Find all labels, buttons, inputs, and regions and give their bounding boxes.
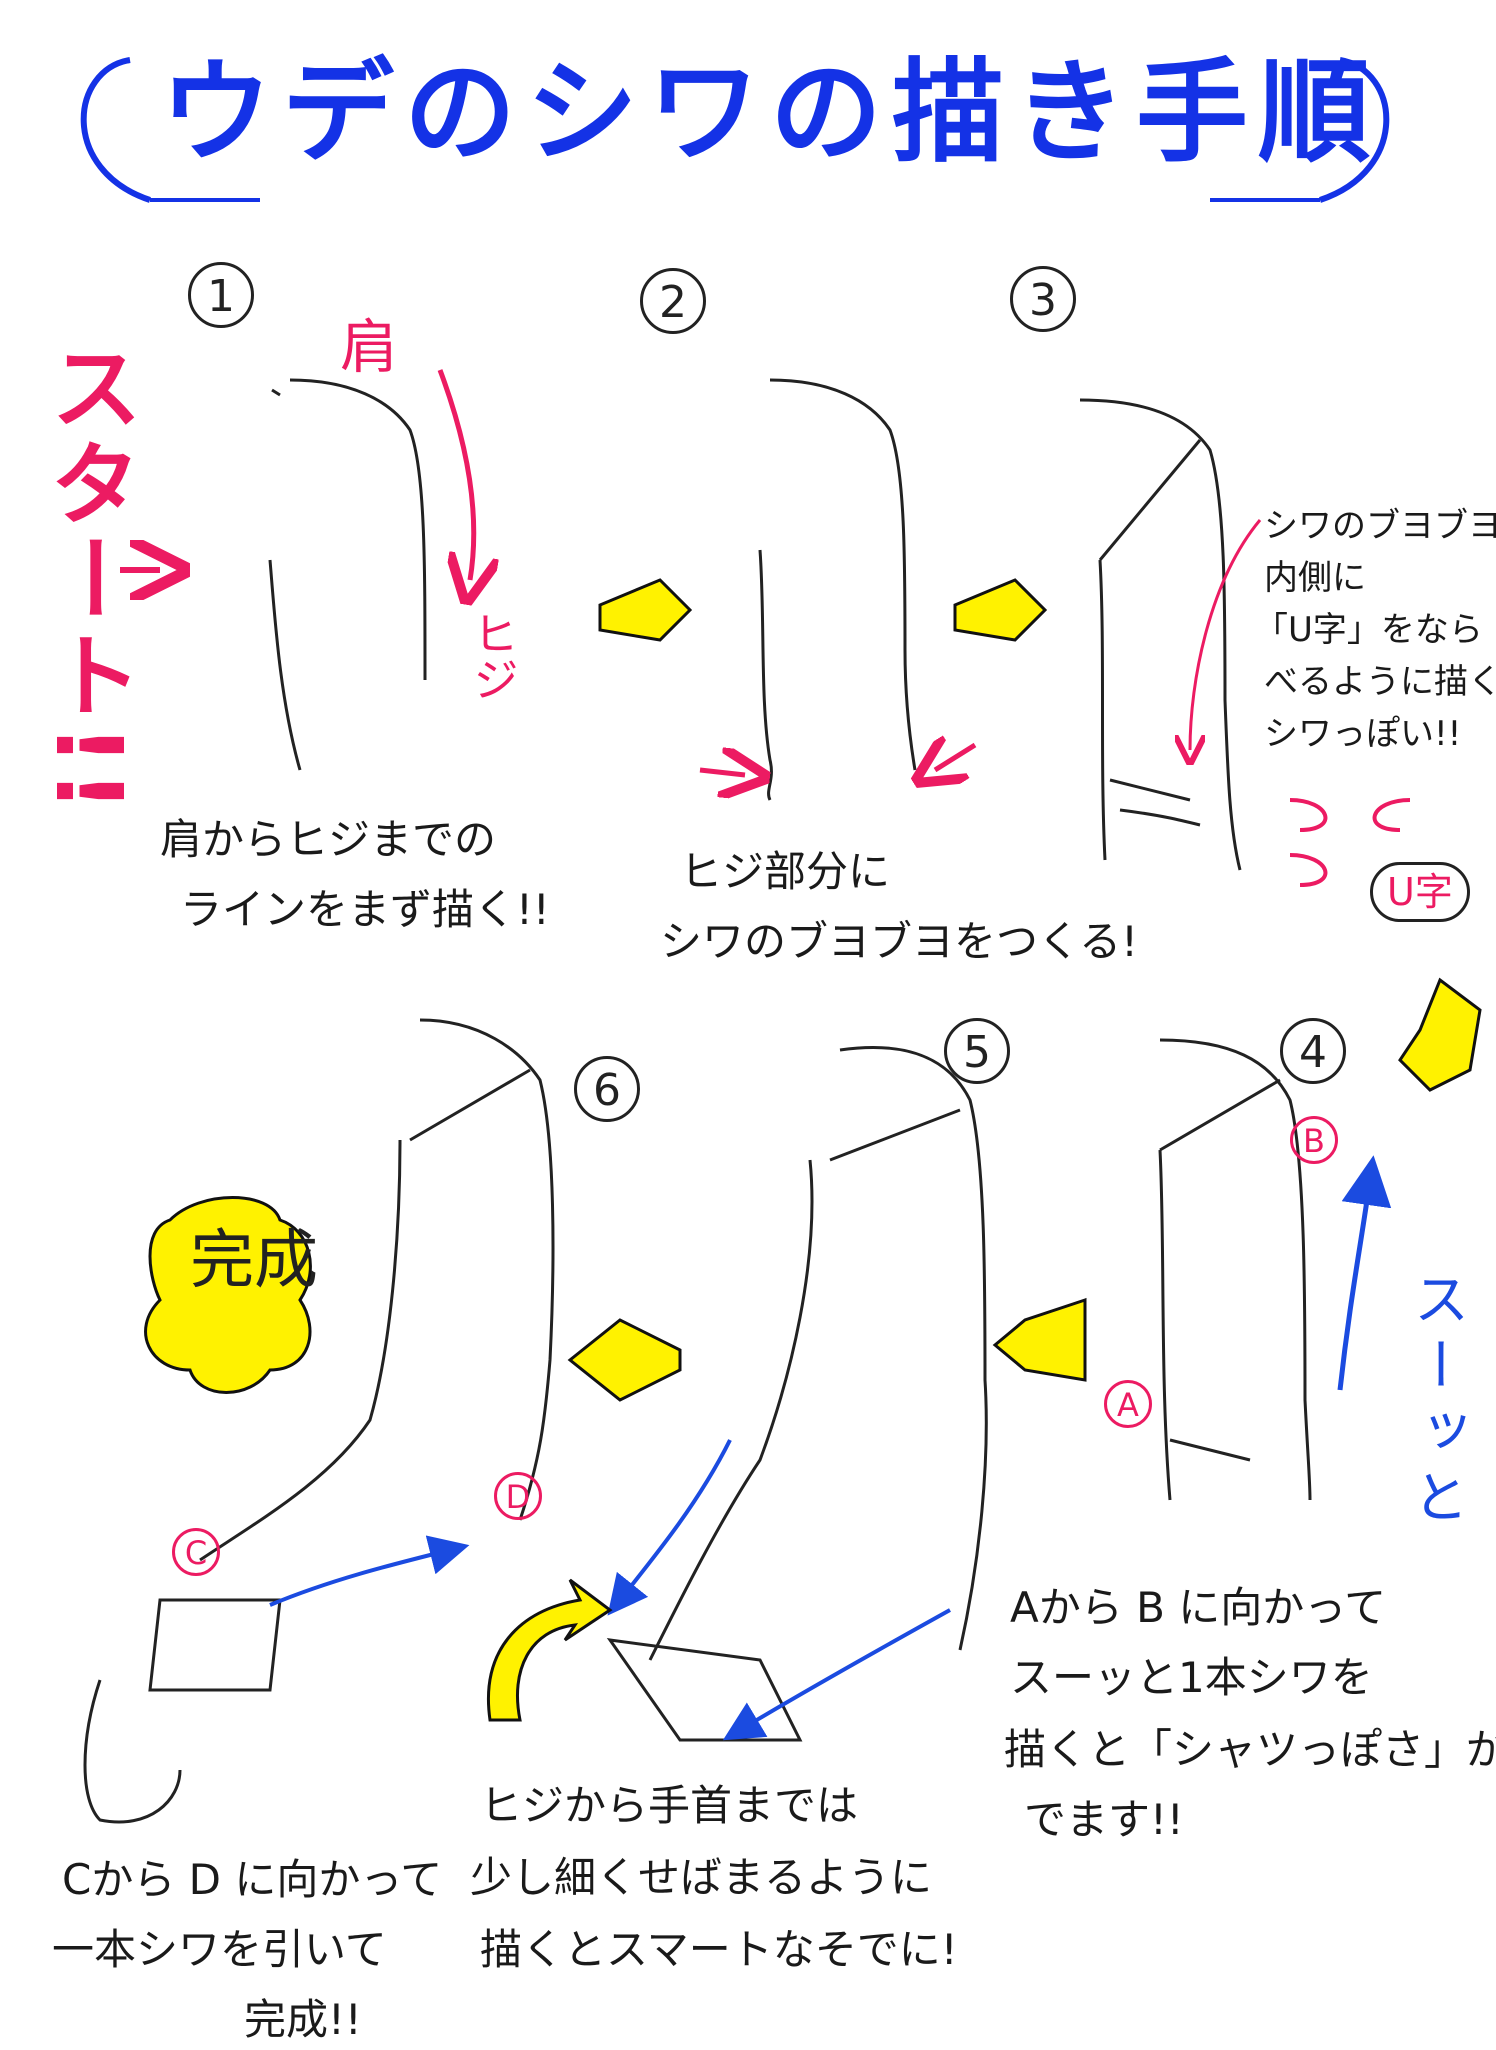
sketch-step5 <box>606 1045 988 1742</box>
step6-note-line2: 一本シワを引いて <box>52 1925 387 1974</box>
elbow-pointer-left <box>699 770 745 775</box>
sketch-step3 <box>1079 398 1242 871</box>
done-badge <box>144 1196 312 1394</box>
step3-note-line3: 「U字」をなら <box>1254 610 1483 650</box>
step2-note-line2: シワのブヨブヨをつくる! <box>660 917 1138 966</box>
step1-note-line1: 肩からヒジまでの <box>160 815 497 864</box>
arrow-3-to-4 <box>1398 977 1482 1092</box>
step-number-3: 3 <box>1010 266 1076 332</box>
u-shape-examples <box>1289 798 1411 887</box>
suutto-label: スーッと <box>1404 1270 1469 1534</box>
arrow-5-to-6 <box>567 1318 682 1402</box>
step-number-4: 4 <box>1280 1018 1346 1084</box>
page-title: ウデのシワの描き手順 <box>160 48 1380 178</box>
step4-note-line2: スーッと1本シワを <box>1010 1653 1373 1702</box>
step6-note-line1: Cから D に向かって <box>62 1855 443 1904</box>
elbow-to-wrist-arrow-1 <box>607 1439 732 1616</box>
step-number-5: 5 <box>944 1018 1010 1084</box>
shoulder-label: 肩 <box>340 313 399 381</box>
arrow-curve-step5 <box>487 1578 613 1722</box>
step1-note-line2: ラインをまず描く!! <box>180 885 550 934</box>
step-number-1: 1 <box>188 262 254 328</box>
start-label: スタート!! <box>35 340 142 816</box>
step3-note-line1: シワのブヨブヨの <box>1264 506 1496 546</box>
yellow-step-arrows <box>487 578 1482 1722</box>
elbow-label: ヒジ <box>466 610 520 702</box>
u-shape-pill: U字 <box>1370 862 1470 922</box>
step6-note-line3: 完成!! <box>244 1995 362 2044</box>
step-number-6: 6 <box>574 1056 640 1122</box>
sketch-step6 <box>83 1018 555 1824</box>
step4-note-line4: でます!! <box>1024 1795 1184 1844</box>
sketch-step2 <box>758 378 917 801</box>
done-label: 完成 <box>190 1224 318 1298</box>
arrow-4-to-5 <box>992 1297 1087 1382</box>
marker-c: C <box>172 1528 220 1576</box>
c-to-d-arrow <box>269 1535 470 1607</box>
shoulder-to-elbow-arrow <box>437 369 474 580</box>
step5-note-line3: 描くとスマートなそでに! <box>480 1925 958 1974</box>
suutto-arrow <box>1337 1155 1392 1391</box>
marker-d: D <box>494 1472 542 1520</box>
title-bracket-left <box>80 57 151 203</box>
elbow-to-wrist-arrow-2 <box>722 1608 951 1741</box>
step4-note-line3: 描くと「シャツっぽさ」が <box>1004 1725 1496 1774</box>
step5-note-line2: 少し細くせばまるように <box>470 1853 933 1902</box>
marker-a: A <box>1104 1380 1152 1428</box>
step5-note-line1: ヒジから手首までは <box>480 1781 859 1830</box>
inner-wrinkle-pointer <box>1190 519 1262 750</box>
sketch-step4 <box>1158 1038 1312 1501</box>
step3-note-line4: べるように描くと <box>1264 662 1496 702</box>
step2-note-line1: ヒジ部分に <box>680 847 891 896</box>
step3-note-line5: シワっぽい!! <box>1264 714 1462 754</box>
arrow-2-to-3 <box>953 578 1048 642</box>
title-bracket-right <box>1319 57 1390 203</box>
marker-b: B <box>1290 1116 1338 1164</box>
step-number-2: 2 <box>640 268 706 334</box>
step3-note-line2: 内側に <box>1264 558 1366 598</box>
elbow-pointer-right <box>935 745 977 770</box>
sketch-step1 <box>268 378 427 771</box>
step4-note-line1: Aから B に向かって <box>1010 1583 1387 1632</box>
arrow-1-to-2 <box>598 578 693 642</box>
